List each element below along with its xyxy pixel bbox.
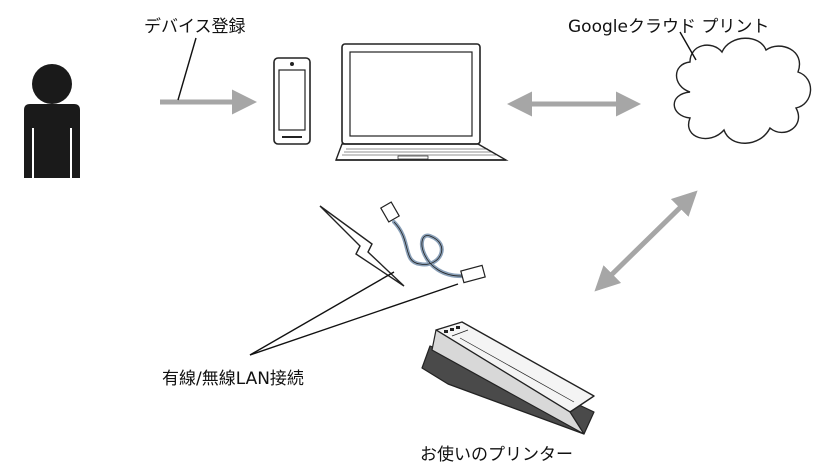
lightning-wireless-icon [319, 205, 405, 287]
google-cloud-print-label: Googleクラウド プリント [568, 17, 770, 37]
cloud-pointer-line [679, 31, 697, 61]
smartphone-icon [273, 57, 311, 145]
laptop-icon [334, 43, 509, 161]
lan-cable-icon [379, 201, 486, 284]
printer-label: お使いのプリンター [420, 445, 573, 465]
connection-pointer-wireless [249, 271, 395, 356]
connection-pointer-cable [249, 283, 459, 356]
cloud-icon [673, 37, 812, 144]
cloud-printer-arrow [594, 190, 698, 292]
device-registration-label: デバイス登録 [144, 17, 246, 37]
registration-pointer-line [177, 37, 197, 101]
mobile-printer-icon [421, 321, 595, 435]
user-icon [24, 64, 80, 178]
connection-label: 有線/無線LAN接続 [162, 369, 304, 389]
